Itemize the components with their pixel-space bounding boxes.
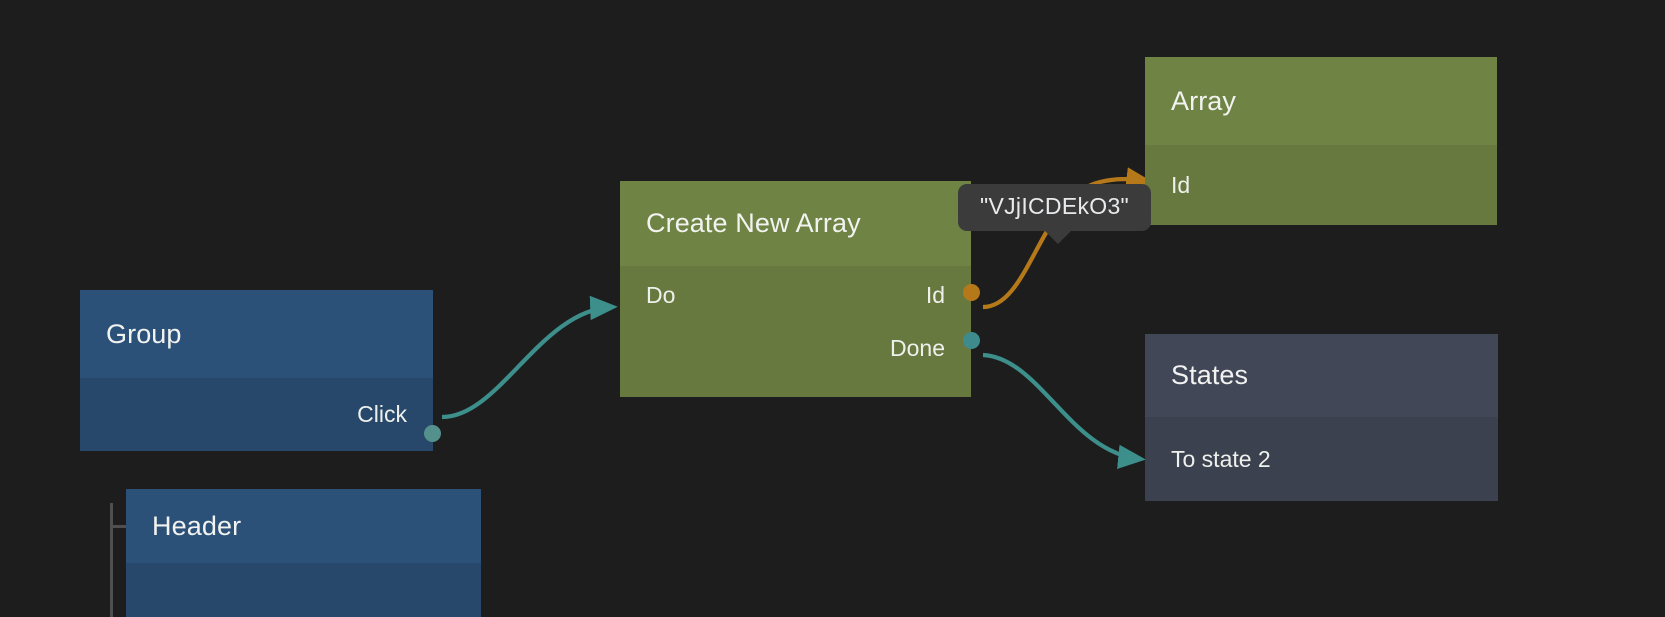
node-group-title: Group [106, 318, 182, 349]
node-group[interactable]: Group Click [80, 290, 441, 451]
port-dot-click[interactable] [424, 425, 441, 442]
port-label-array-id: Id [1171, 171, 1191, 198]
node-array-header: Array [1145, 57, 1497, 145]
node-create-new-array-title: Create New Array [646, 208, 861, 238]
tooltip-tail [1044, 230, 1072, 244]
port-row-to-state-2[interactable]: To state 2 [1145, 417, 1498, 501]
node-create-new-array-header: Create New Array [620, 181, 971, 266]
node-array[interactable]: Array Id [1145, 57, 1497, 225]
node-group-body: Click [80, 378, 441, 451]
port-dot-done[interactable] [963, 332, 980, 349]
tree-connector-vline [110, 503, 113, 617]
node-array-title: Array [1171, 85, 1237, 116]
tree-connector [110, 503, 130, 617]
port-label-click: Click [357, 401, 407, 427]
node-states[interactable]: States To state 2 [1145, 334, 1498, 501]
port-label-do: Do [646, 281, 676, 308]
node-group-header: Group [80, 290, 433, 378]
port-row-do[interactable]: Do [620, 266, 971, 324]
node-states-body: To state 2 [1145, 417, 1498, 501]
port-row-group-click[interactable]: Click [80, 378, 433, 451]
node-states-title: States [1171, 360, 1249, 390]
edge-group-click-to-create-do [441, 295, 618, 420]
value-tooltip-text: "VJjICDEkO3" [980, 193, 1130, 219]
port-label-done: Done [890, 334, 945, 361]
tree-connector-hline [110, 525, 127, 528]
node-array-body: Id [1145, 145, 1497, 225]
node-states-header: States [1145, 334, 1498, 417]
value-tooltip: "VJjICDEkO3" [958, 184, 1152, 244]
node-create-new-array-body: Do Done Id [620, 266, 980, 397]
port-label-to-state-2: To state 2 [1171, 445, 1271, 472]
port-label-id: Id [925, 281, 945, 308]
node-header-element[interactable]: Header [126, 489, 481, 617]
port-row-done[interactable]: Done [620, 324, 971, 372]
node-create-new-array[interactable]: Create New Array Do Done Id [620, 181, 980, 397]
node-header-element-header: Header [126, 489, 481, 563]
port-row-id[interactable]: Id [620, 266, 971, 324]
node-header-element-body [126, 563, 481, 617]
port-row-array-id[interactable]: Id [1145, 145, 1497, 225]
edge-create-done-to-states [982, 352, 1146, 469]
node-header-element-title: Header [152, 510, 242, 541]
port-dot-id[interactable] [963, 284, 980, 301]
